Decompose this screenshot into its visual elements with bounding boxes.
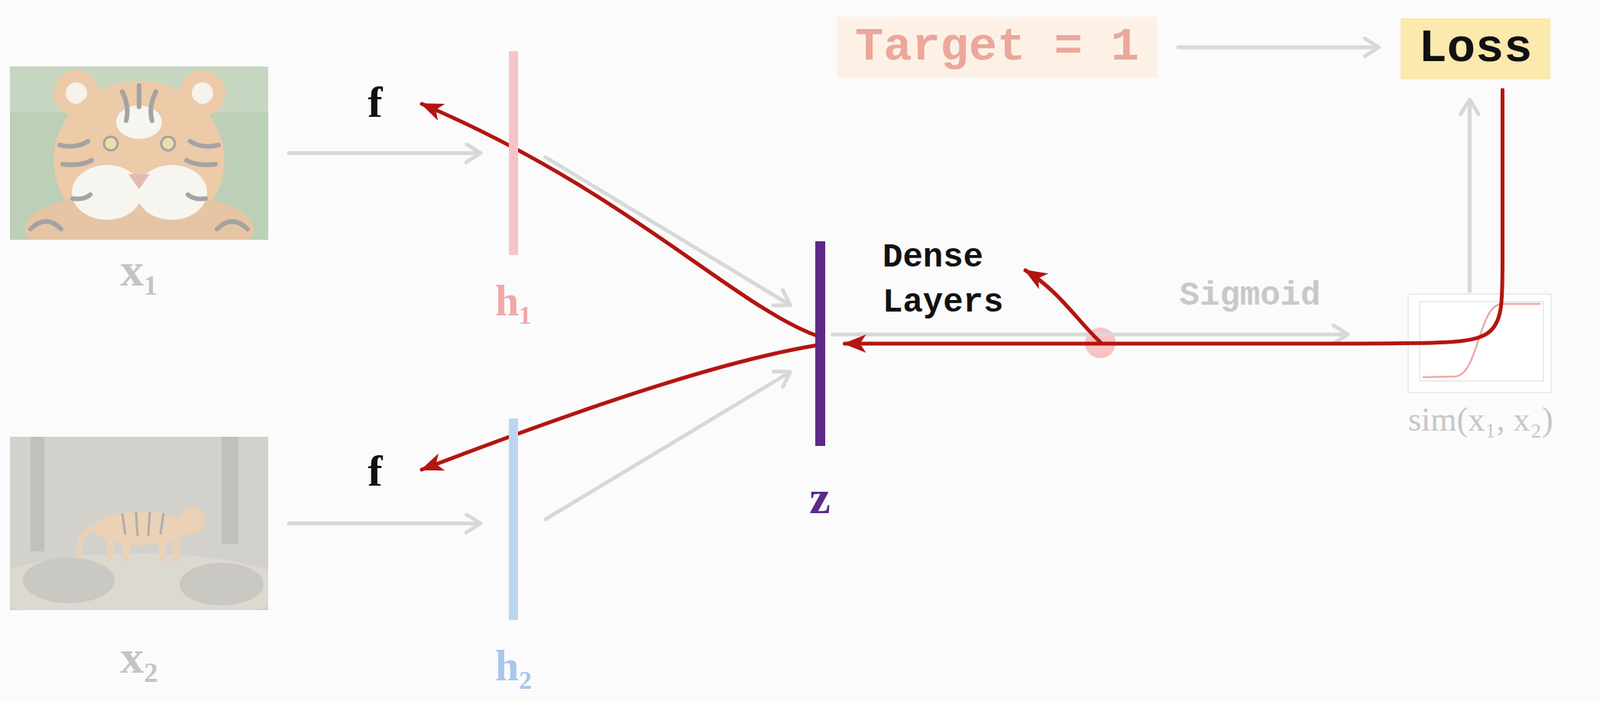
flow-arrow bbox=[545, 372, 791, 520]
embedding-bar: h₂ bbox=[495, 418, 532, 688]
edge-label: Sigmoid bbox=[1176, 277, 1325, 315]
function-label: f bbox=[367, 80, 383, 125]
flow-arrow bbox=[545, 157, 791, 305]
input-label: x₁ bbox=[9, 246, 269, 294]
tiger-photo bbox=[9, 437, 269, 611]
input-label: sim(x₁, x₂) bbox=[1408, 403, 1552, 438]
image-area bbox=[9, 437, 269, 611]
vector-bar bbox=[508, 418, 519, 621]
flow-arrow bbox=[1467, 100, 1472, 292]
vector-label: h₂ bbox=[495, 644, 532, 688]
function-label: f bbox=[367, 449, 383, 494]
vector-bar bbox=[815, 241, 826, 447]
input-image: x₁ bbox=[9, 66, 269, 294]
vector-bar bbox=[508, 51, 519, 256]
gradient-arrow bbox=[845, 90, 1503, 344]
tiger-photo bbox=[9, 66, 269, 240]
flow-arrow bbox=[1178, 45, 1379, 49]
sigmoid-output: sim(x₁, x₂) bbox=[1408, 294, 1552, 438]
feature-bar: z bbox=[809, 241, 831, 522]
image-area bbox=[9, 66, 269, 240]
gradient-arrow bbox=[421, 345, 818, 470]
flow-arrow bbox=[288, 151, 480, 156]
box-text: Loss bbox=[1418, 21, 1533, 76]
vector-label: h₁ bbox=[495, 279, 532, 323]
layer-label: Dense Layers bbox=[882, 235, 1024, 326]
target-box: Target = 1 bbox=[836, 16, 1158, 78]
connectors bbox=[288, 47, 1503, 525]
vector-label: z bbox=[809, 473, 831, 522]
input-label: x₂ bbox=[9, 633, 269, 681]
image-area bbox=[1408, 294, 1552, 393]
gradient-arrow bbox=[1025, 270, 1101, 343]
gradient-arrow bbox=[421, 103, 818, 337]
flow-arrow bbox=[288, 521, 480, 526]
input-image: x₂ bbox=[9, 437, 269, 681]
box-text: Target = 1 bbox=[855, 19, 1140, 75]
embedding-bar: h₁ bbox=[495, 51, 532, 323]
loss-box: Loss bbox=[1400, 18, 1552, 79]
